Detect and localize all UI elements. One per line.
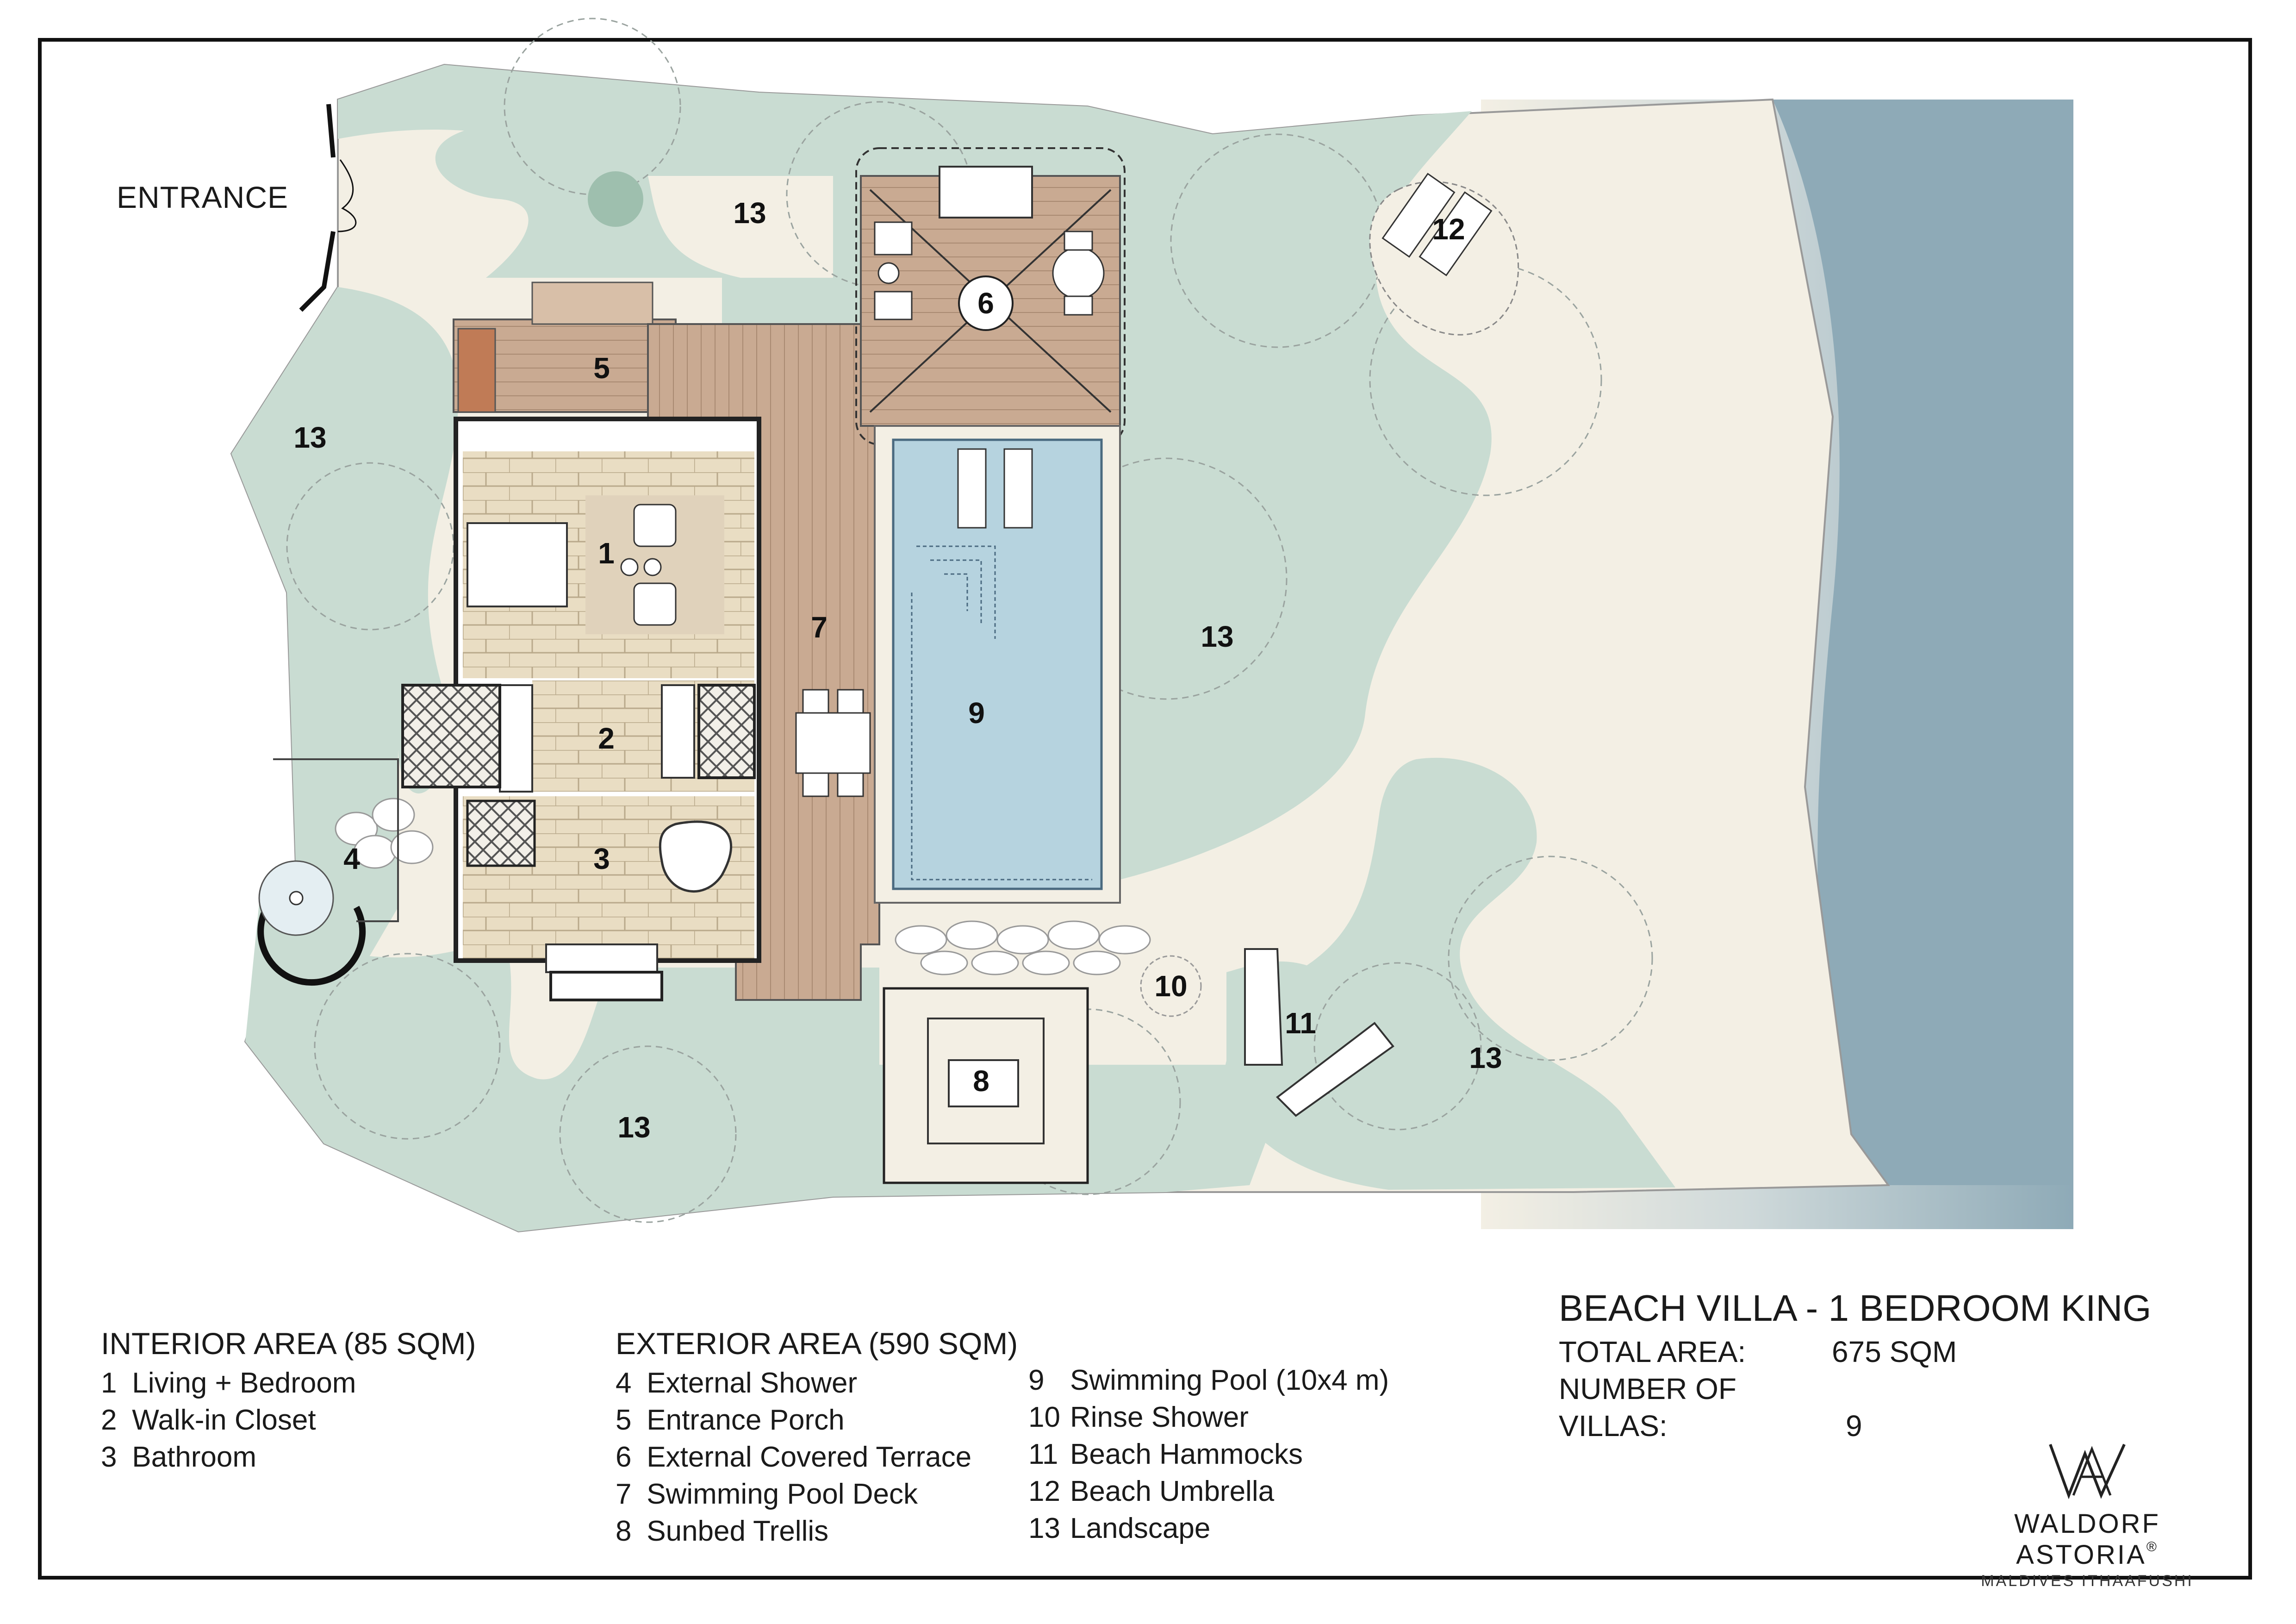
sea-deep — [1773, 100, 2073, 1185]
brand-name: WALDORF ASTORIA® — [2014, 1509, 2160, 1570]
total-area: TOTAL AREA:675 SQM — [1559, 1335, 1957, 1368]
external-shower-wall — [257, 891, 366, 986]
landscape-west — [231, 287, 459, 1042]
plan-label-13-west: 13 — [293, 421, 326, 454]
brand-logo: WALDORF ASTORIA® MALDIVES ITHAAFUSHI — [1944, 1435, 2231, 1590]
waldorf-astoria-monogram-icon — [2049, 1443, 2126, 1499]
shower-head — [289, 891, 304, 906]
beach-hammocks — [1244, 948, 1394, 1117]
vanity — [545, 943, 658, 973]
plan-label-6: 6 — [977, 287, 994, 320]
lattice-screen-right — [697, 684, 756, 779]
lounge-chairs — [620, 504, 677, 626]
terrace-daybed — [939, 166, 1033, 219]
terrace-furniture — [874, 221, 1105, 320]
legend-item: 6 External Covered Terrace — [616, 1441, 972, 1473]
legend-exterior-heading: EXTERIOR AREA (590 SQM) — [616, 1326, 1018, 1361]
number-of-villas: NUMBER OF VILLAS:9 — [1559, 1372, 1862, 1443]
stepping-stones — [335, 798, 1151, 975]
closet-right — [661, 684, 695, 779]
plan-label-7: 7 — [811, 611, 828, 644]
rinse-shower — [1140, 955, 1202, 1017]
porch-bench — [457, 328, 496, 413]
plan-label-12: 12 — [1432, 212, 1465, 246]
entrance-steps — [531, 281, 653, 325]
legend-item: 3 Bathroom — [101, 1441, 257, 1473]
trellis-sunbed — [948, 1059, 1019, 1107]
outdoor-shower-enclosure — [273, 758, 399, 922]
legend-exterior: EXTERIOR AREA (590 SQM) 4 External Showe… — [616, 1325, 1018, 1550]
pool-steps — [911, 545, 1092, 881]
legend-interior-heading: INTERIOR AREA (85 SQM) — [101, 1326, 476, 1361]
villa-title: BEACH VILLA - 1 BEDROOM KING — [1559, 1287, 2152, 1329]
closet-left — [499, 684, 533, 793]
plan-label-13-north: 13 — [733, 196, 766, 230]
legend-item: 5 Entrance Porch — [616, 1404, 845, 1436]
plan-label-4: 4 — [343, 842, 360, 875]
plan-label-1: 1 — [598, 537, 615, 570]
plan-label-6-ring — [958, 275, 1014, 331]
swimming-pool — [892, 438, 1103, 890]
drawing-frame — [38, 38, 2252, 1580]
plan-label-13-center: 13 — [1201, 620, 1233, 653]
plan-label-8: 8 — [973, 1064, 989, 1098]
bathroom-bay — [549, 971, 663, 1001]
legend-item: 7 Swimming Pool Deck — [616, 1478, 918, 1510]
deck-dining-set — [795, 689, 871, 797]
tree — [588, 171, 643, 227]
plan-label-2: 2 — [598, 722, 615, 755]
lattice-screen-left — [401, 684, 501, 788]
plan-label-11: 11 — [1285, 1006, 1316, 1040]
plan-label-10: 10 — [1154, 969, 1187, 1003]
pool-loungers — [957, 448, 1033, 529]
legend-item: 2 Walk-in Closet — [101, 1404, 316, 1436]
plan-label-9: 9 — [968, 696, 985, 730]
plan-label-5: 5 — [593, 351, 610, 385]
bathtub — [659, 820, 732, 893]
legend-item: 4 External Shower — [616, 1367, 858, 1399]
beach-loungers — [1381, 173, 1493, 276]
legend-item: 8 Sunbed Trellis — [616, 1515, 829, 1547]
legend-item: 1 Living + Bedroom — [101, 1367, 356, 1399]
legend-interior: INTERIOR AREA (85 SQM) 1 Living + Bedroo… — [101, 1325, 476, 1476]
villa-summary: BEACH VILLA - 1 BEDROOM KING TOTAL AREA:… — [1559, 1286, 2151, 1444]
brand-location: MALDIVES ITHAAFUSHI — [1981, 1572, 2194, 1590]
plan-label-13-south: 13 — [617, 1111, 650, 1144]
plan-label-3: 3 — [593, 842, 610, 875]
sunbed-trellis — [927, 1018, 1045, 1144]
plan-label-13-east: 13 — [1469, 1041, 1502, 1074]
entrance-gate — [299, 104, 357, 312]
shower-grate — [466, 800, 536, 867]
king-bed — [467, 522, 568, 607]
entrance-label: ENTRANCE — [117, 180, 289, 214]
